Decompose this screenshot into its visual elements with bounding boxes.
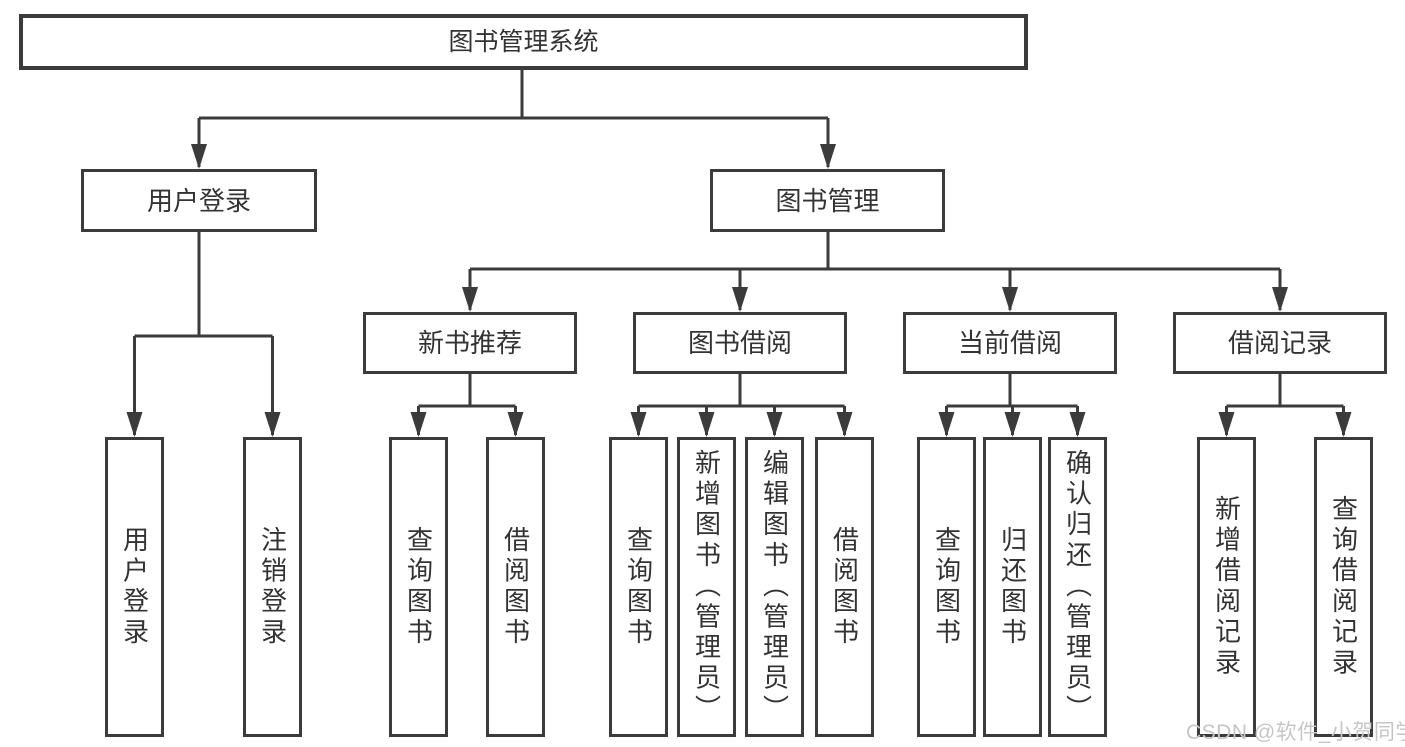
leaf-borrow-search-book: 查询图书 — [609, 437, 668, 737]
node-label: 图书借阅 — [687, 328, 792, 358]
leaf-label: 新增借阅记录 — [1211, 494, 1242, 680]
csdn-watermark: CSDN @软件_小贺同学 — [1186, 721, 1405, 744]
connector-path — [133, 70, 1345, 435]
node-new-book-recommendation: 新书推荐 — [363, 312, 577, 374]
arrow-down-icon — [410, 412, 427, 437]
leaf-newbook-borrow-book: 借阅图书 — [486, 437, 545, 737]
node-label: 借阅记录 — [1227, 328, 1332, 358]
arrow-down-icon — [836, 412, 853, 437]
node-label: 新书推荐 — [417, 328, 522, 358]
arrow-down-icon — [698, 412, 715, 437]
node-label: 图书管理 — [775, 185, 880, 216]
node-root-library-system: 图书管理系统 — [19, 14, 1028, 70]
arrow-down-icon — [126, 412, 143, 437]
leaf-borrow-add-book-admin: 新增图书（管理员） — [677, 437, 736, 737]
leaf-current-search-book: 查询图书 — [917, 437, 976, 737]
arrow-down-icon — [264, 412, 281, 437]
leaf-label: 用户登录 — [119, 525, 150, 649]
arrow-down-icon — [1002, 287, 1018, 312]
leaf-current-return-book: 归还图书 — [983, 437, 1042, 737]
arrow-down-icon — [507, 412, 524, 437]
node-label: 当前借阅 — [957, 328, 1062, 358]
node-user-login: 用户登录 — [81, 169, 317, 232]
arrow-down-icon — [1004, 412, 1021, 437]
leaf-label: 编辑图书（管理员） — [759, 448, 790, 726]
leaf-user-login: 用户登录 — [105, 437, 164, 737]
node-label: 用户登录 — [146, 185, 251, 216]
arrow-down-icon — [820, 144, 836, 169]
leaf-label: 借阅图书 — [500, 525, 531, 649]
node-label: 图书管理系统 — [448, 27, 599, 56]
node-book-borrowing: 图书借阅 — [633, 312, 847, 374]
leaf-logout: 注销登录 — [243, 437, 302, 737]
leaf-records-add-record: 新增借阅记录 — [1197, 437, 1256, 737]
arrow-down-icon — [938, 412, 955, 437]
node-borrowing-records: 借阅记录 — [1173, 312, 1387, 374]
leaf-label: 借阅图书 — [829, 525, 860, 649]
arrow-down-icon — [766, 412, 783, 437]
arrow-down-icon — [1218, 412, 1235, 437]
arrow-down-icon — [1335, 412, 1352, 437]
leaf-records-search-record: 查询借阅记录 — [1314, 437, 1373, 737]
leaf-label: 归还图书 — [997, 525, 1028, 649]
leaf-label: 查询借阅记录 — [1328, 494, 1359, 680]
leaf-label: 查询图书 — [623, 525, 654, 649]
arrow-down-icon — [630, 412, 647, 437]
arrowhead-icons — [126, 144, 1352, 437]
leaf-label: 查询图书 — [931, 525, 962, 649]
leaf-newbook-search-book: 查询图书 — [389, 437, 448, 737]
leaf-label: 注销登录 — [257, 525, 288, 649]
arrow-down-icon — [462, 287, 478, 312]
arrow-down-icon — [1272, 287, 1288, 312]
arrow-down-icon — [1069, 412, 1086, 437]
node-book-management: 图书管理 — [710, 169, 945, 232]
arrow-down-icon — [732, 287, 748, 312]
leaf-label: 新增图书（管理员） — [691, 448, 722, 726]
arrow-down-icon — [191, 144, 207, 169]
node-current-borrowing: 当前借阅 — [903, 312, 1117, 374]
leaf-borrow-edit-book-admin: 编辑图书（管理员） — [745, 437, 804, 737]
leaf-label: 确认归还（管理员） — [1062, 448, 1093, 726]
leaf-current-confirm-return-admin: 确认归还（管理员） — [1048, 437, 1107, 737]
leaf-label: 查询图书 — [403, 525, 434, 649]
leaf-borrow-borrow-book: 借阅图书 — [815, 437, 874, 737]
